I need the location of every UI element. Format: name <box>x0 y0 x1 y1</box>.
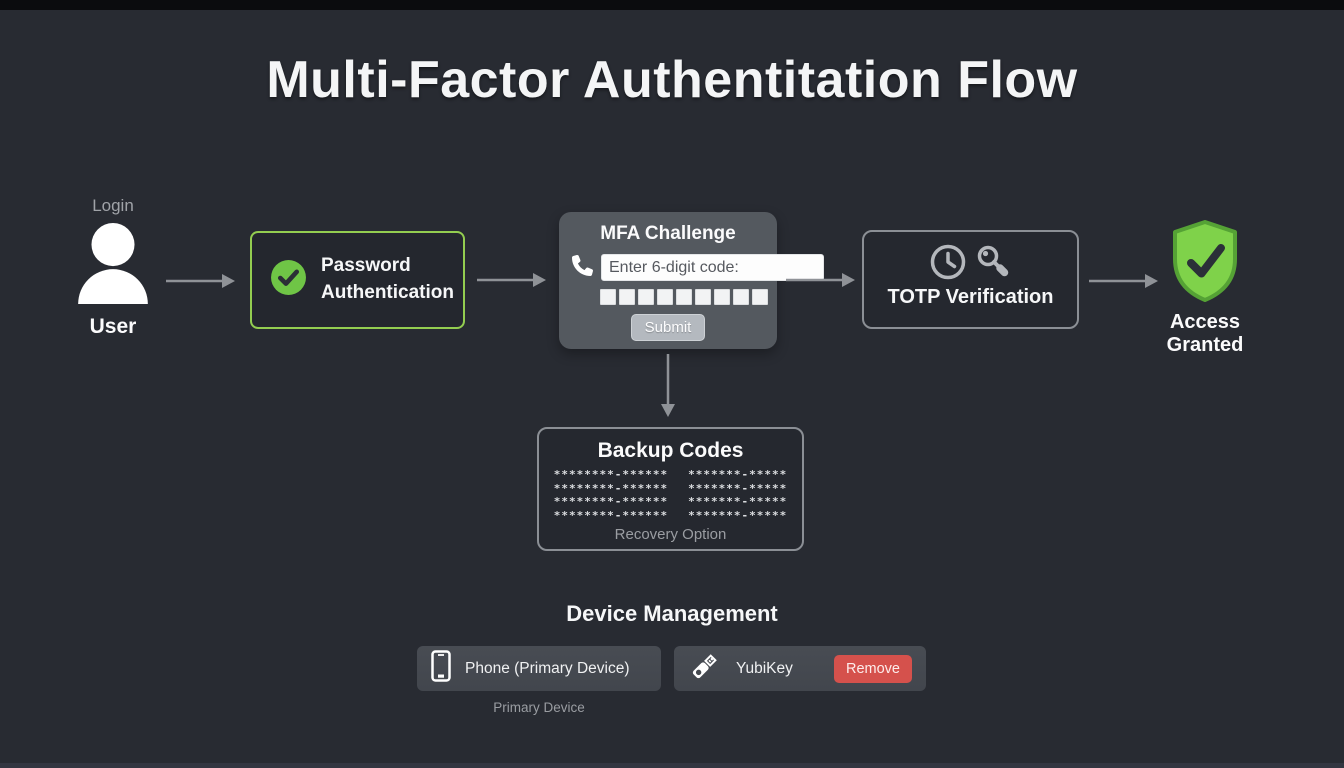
backup-codes-list: ********-****** *******-***** ********-*… <box>539 468 802 522</box>
digit-box <box>657 289 673 305</box>
backup-codes-node: Backup Codes ********-****** *******-***… <box>537 427 804 551</box>
backup-code: *******-***** <box>688 481 788 495</box>
primary-device-caption: Primary Device <box>493 700 585 715</box>
page-title: Multi-Factor Authentitation Flow <box>266 51 1078 109</box>
code-input[interactable] <box>601 254 824 281</box>
check-circle-icon <box>270 259 307 301</box>
digit-box <box>619 289 635 305</box>
totp-verification-node: TOTP Verification <box>862 230 1079 329</box>
totp-verification-label: TOTP Verification <box>887 286 1054 308</box>
arrow-mfa-to-backup <box>660 354 676 423</box>
digit-box <box>695 289 711 305</box>
backup-code: *******-***** <box>688 468 788 481</box>
shield-check-icon <box>1167 220 1243 307</box>
device-management-heading: Device Management <box>566 601 778 626</box>
digit-boxes <box>600 289 777 305</box>
device-name: YubiKey <box>736 659 793 677</box>
arrow-mfa-to-totp <box>786 272 856 293</box>
access-granted-label: Access Granted <box>1166 311 1244 356</box>
login-label: Login <box>92 196 134 215</box>
user-node: Login User <box>58 196 168 339</box>
backup-code: *******-***** <box>688 495 788 508</box>
digit-box <box>638 289 654 305</box>
recovery-option-label: Recovery Option <box>614 526 727 543</box>
bottom-letterbox-bar <box>0 763 1344 768</box>
arrow-password-to-mfa <box>477 272 547 293</box>
backup-code: ********-****** <box>553 495 669 508</box>
user-silhouette-icon <box>72 223 154 308</box>
usb-key-icon <box>688 649 722 688</box>
access-granted-node: Access Granted <box>1129 219 1281 357</box>
remove-device-button[interactable]: Remove <box>834 654 912 683</box>
digit-box <box>600 289 616 305</box>
backup-code: ********-****** <box>553 481 669 495</box>
clock-icon <box>928 242 968 287</box>
backup-code: ********-****** <box>553 508 669 522</box>
digit-box <box>733 289 749 305</box>
top-letterbox-bar <box>0 0 1344 10</box>
digit-box <box>752 289 768 305</box>
digit-box <box>676 289 692 305</box>
password-authentication-label: Password Authentication <box>321 255 454 303</box>
password-authentication-node: Password Authentication <box>250 231 465 329</box>
digit-box <box>714 289 730 305</box>
phone-handset-icon <box>572 254 594 281</box>
user-label: User <box>89 315 137 338</box>
mfa-challenge-node: MFA Challenge Submit <box>559 212 824 349</box>
submit-button[interactable]: Submit <box>630 314 706 341</box>
device-card-phone[interactable]: Phone (Primary Device) <box>417 646 661 691</box>
backup-codes-title: Backup Codes <box>597 439 744 462</box>
device-name: Phone (Primary Device) <box>465 659 630 677</box>
mfa-challenge-title: MFA Challenge <box>600 223 736 244</box>
smartphone-icon <box>431 650 451 687</box>
backup-code: ********-****** <box>553 468 669 481</box>
key-icon <box>973 242 1013 287</box>
backup-code: *******-***** <box>688 508 788 522</box>
device-card-yubikey[interactable]: YubiKey Remove <box>674 646 926 691</box>
arrow-totp-to-access <box>1089 273 1159 294</box>
arrow-user-to-password <box>166 273 236 294</box>
